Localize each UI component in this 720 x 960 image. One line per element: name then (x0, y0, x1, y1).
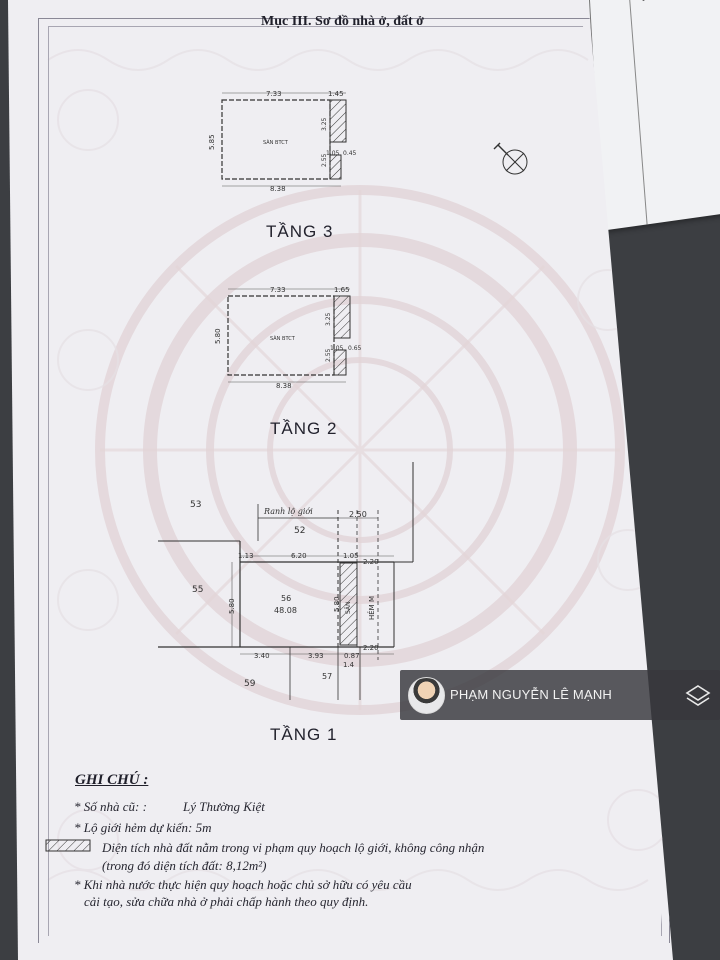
f1-neighbor-52: 52 (294, 526, 305, 536)
f1-dim-top-main: 6.20 (291, 552, 307, 560)
badge-name: PHẠM NGUYỄN LÊ MẠNH (450, 687, 612, 702)
f1-dim-bottom-far: 2.20 (363, 644, 379, 652)
floor-plans: 7.33 1.45 5.85 SÀN BTCT 3.25 2.55 1.05 0… (45, 90, 528, 852)
watermark-seal (47, 49, 669, 891)
f1-lot-number: 56 (281, 594, 291, 603)
notes-heading: GHI CHÚ : (75, 772, 149, 788)
certificate-page: Mục III. Sơ đồ nhà ở, đất ở 7.33 1.45 5.… (8, 0, 673, 960)
f1-dim-bottom-left: 3.40 (254, 652, 270, 660)
f3-dim-right-offset: 0.45 (343, 150, 357, 157)
f1-boundary-label: Ranh lộ giới (263, 507, 313, 516)
floor2-label: TẦNG 2 (270, 419, 338, 438)
f2-dim-inner-upper: 3.25 (325, 312, 332, 326)
f1-dim-setback: 2.50 (349, 510, 367, 519)
f1-dim-top-right: 1.05 (343, 552, 359, 560)
floor1-label: TẦNG 1 (270, 725, 338, 744)
note-compliance-2: cải tạo, sửa chữa nhà ở phải chấp hành t… (84, 894, 369, 909)
note-compliance-1: * Khi nhà nước thực hiện quy hoạch hoặc … (74, 877, 412, 892)
f3-dim-top-right: 1.45 (328, 90, 344, 98)
f3-dim-inner-upper: 3.25 (321, 117, 328, 131)
f1-yard-label: SÂN (345, 601, 352, 614)
avatar (408, 677, 445, 714)
f1-neighbor-55: 55 (192, 585, 203, 595)
f1-neighbor-59: 59 (244, 679, 256, 689)
f1-neighbor-53: 53 (190, 500, 201, 510)
f3-dim-left: 5.85 (208, 134, 216, 150)
f2-dim-inner-lower: 2.55 (325, 348, 332, 362)
note-road-width: * Lộ giới hẻm dự kiến: 5m (74, 820, 212, 835)
floor3-plan: 7.33 1.45 5.85 SÀN BTCT 3.25 2.55 1.05 0… (208, 90, 357, 193)
section-title: Mục III. Sơ đồ nhà ở, đất ở (261, 14, 424, 29)
f1-dim-bottom-small: 1.4 (343, 661, 355, 669)
f1-dim-right-top: 2.20 (363, 558, 379, 566)
f1-neighbor-57: 57 (322, 672, 332, 681)
corner-glyph: N (639, 0, 655, 6)
floor3-label: TẦNG 3 (266, 222, 334, 241)
f1-dim-bottom-mid: 3.93 (308, 652, 324, 660)
hatch-legend-swatch (45, 839, 91, 852)
f2-dim-right-offset: 0.65 (348, 345, 362, 352)
note-old-house-value: Lý Thường Kiệt (183, 799, 265, 814)
note-old-house-label: * Số nhà cũ: : (74, 799, 147, 814)
f1-dim-top-left: 1.13 (238, 552, 254, 560)
f3-dim-bottom: 8.38 (270, 185, 286, 193)
f1-lot-area: 48.08 (274, 606, 297, 615)
f2-dim-bottom: 8.38 (276, 382, 292, 390)
f3-area-label: SÀN BTCT (263, 139, 289, 146)
f3-dim-inner-lower: 2.55 (321, 153, 328, 167)
f3-dim-inner-mid: 1.05 (326, 150, 340, 157)
f1-dim-bottom-right: 0.87 (344, 652, 360, 660)
user-watermark-badge: PHẠM NGUYỄN LÊ MẠNH (400, 670, 720, 720)
stack-logo-icon (685, 685, 711, 706)
f2-dim-inner-mid: 1.05 (330, 345, 344, 352)
f2-dim-left: 5.80 (214, 328, 222, 344)
f1-alley-label: HẺM M (367, 596, 376, 620)
floor2-plan: 7.33 1.65 5.80 SÀN BTCT 3.25 2.55 1.05 0… (214, 286, 362, 390)
f2-dim-top-main: 7.33 (270, 286, 286, 294)
f1-dim-inner: 5.80 (333, 596, 341, 612)
f1-dim-left: 5.80 (228, 598, 236, 614)
f2-area-label: SÀN BTCT (270, 335, 296, 342)
note-hatched-area: Diện tích nhà đất nằm trong vi phạm quy … (102, 840, 485, 855)
north-arrow-icon (493, 142, 528, 175)
note-hatched-area-sub: (trong đó diện tích đất: 8,12m²) (102, 858, 267, 873)
floor1-plan: 53 52 55 59 57 56 48.08 Ranh lộ giới 2.5… (158, 462, 414, 700)
f2-dim-top-right: 1.65 (334, 286, 350, 294)
f3-dim-top-main: 7.33 (266, 90, 282, 98)
